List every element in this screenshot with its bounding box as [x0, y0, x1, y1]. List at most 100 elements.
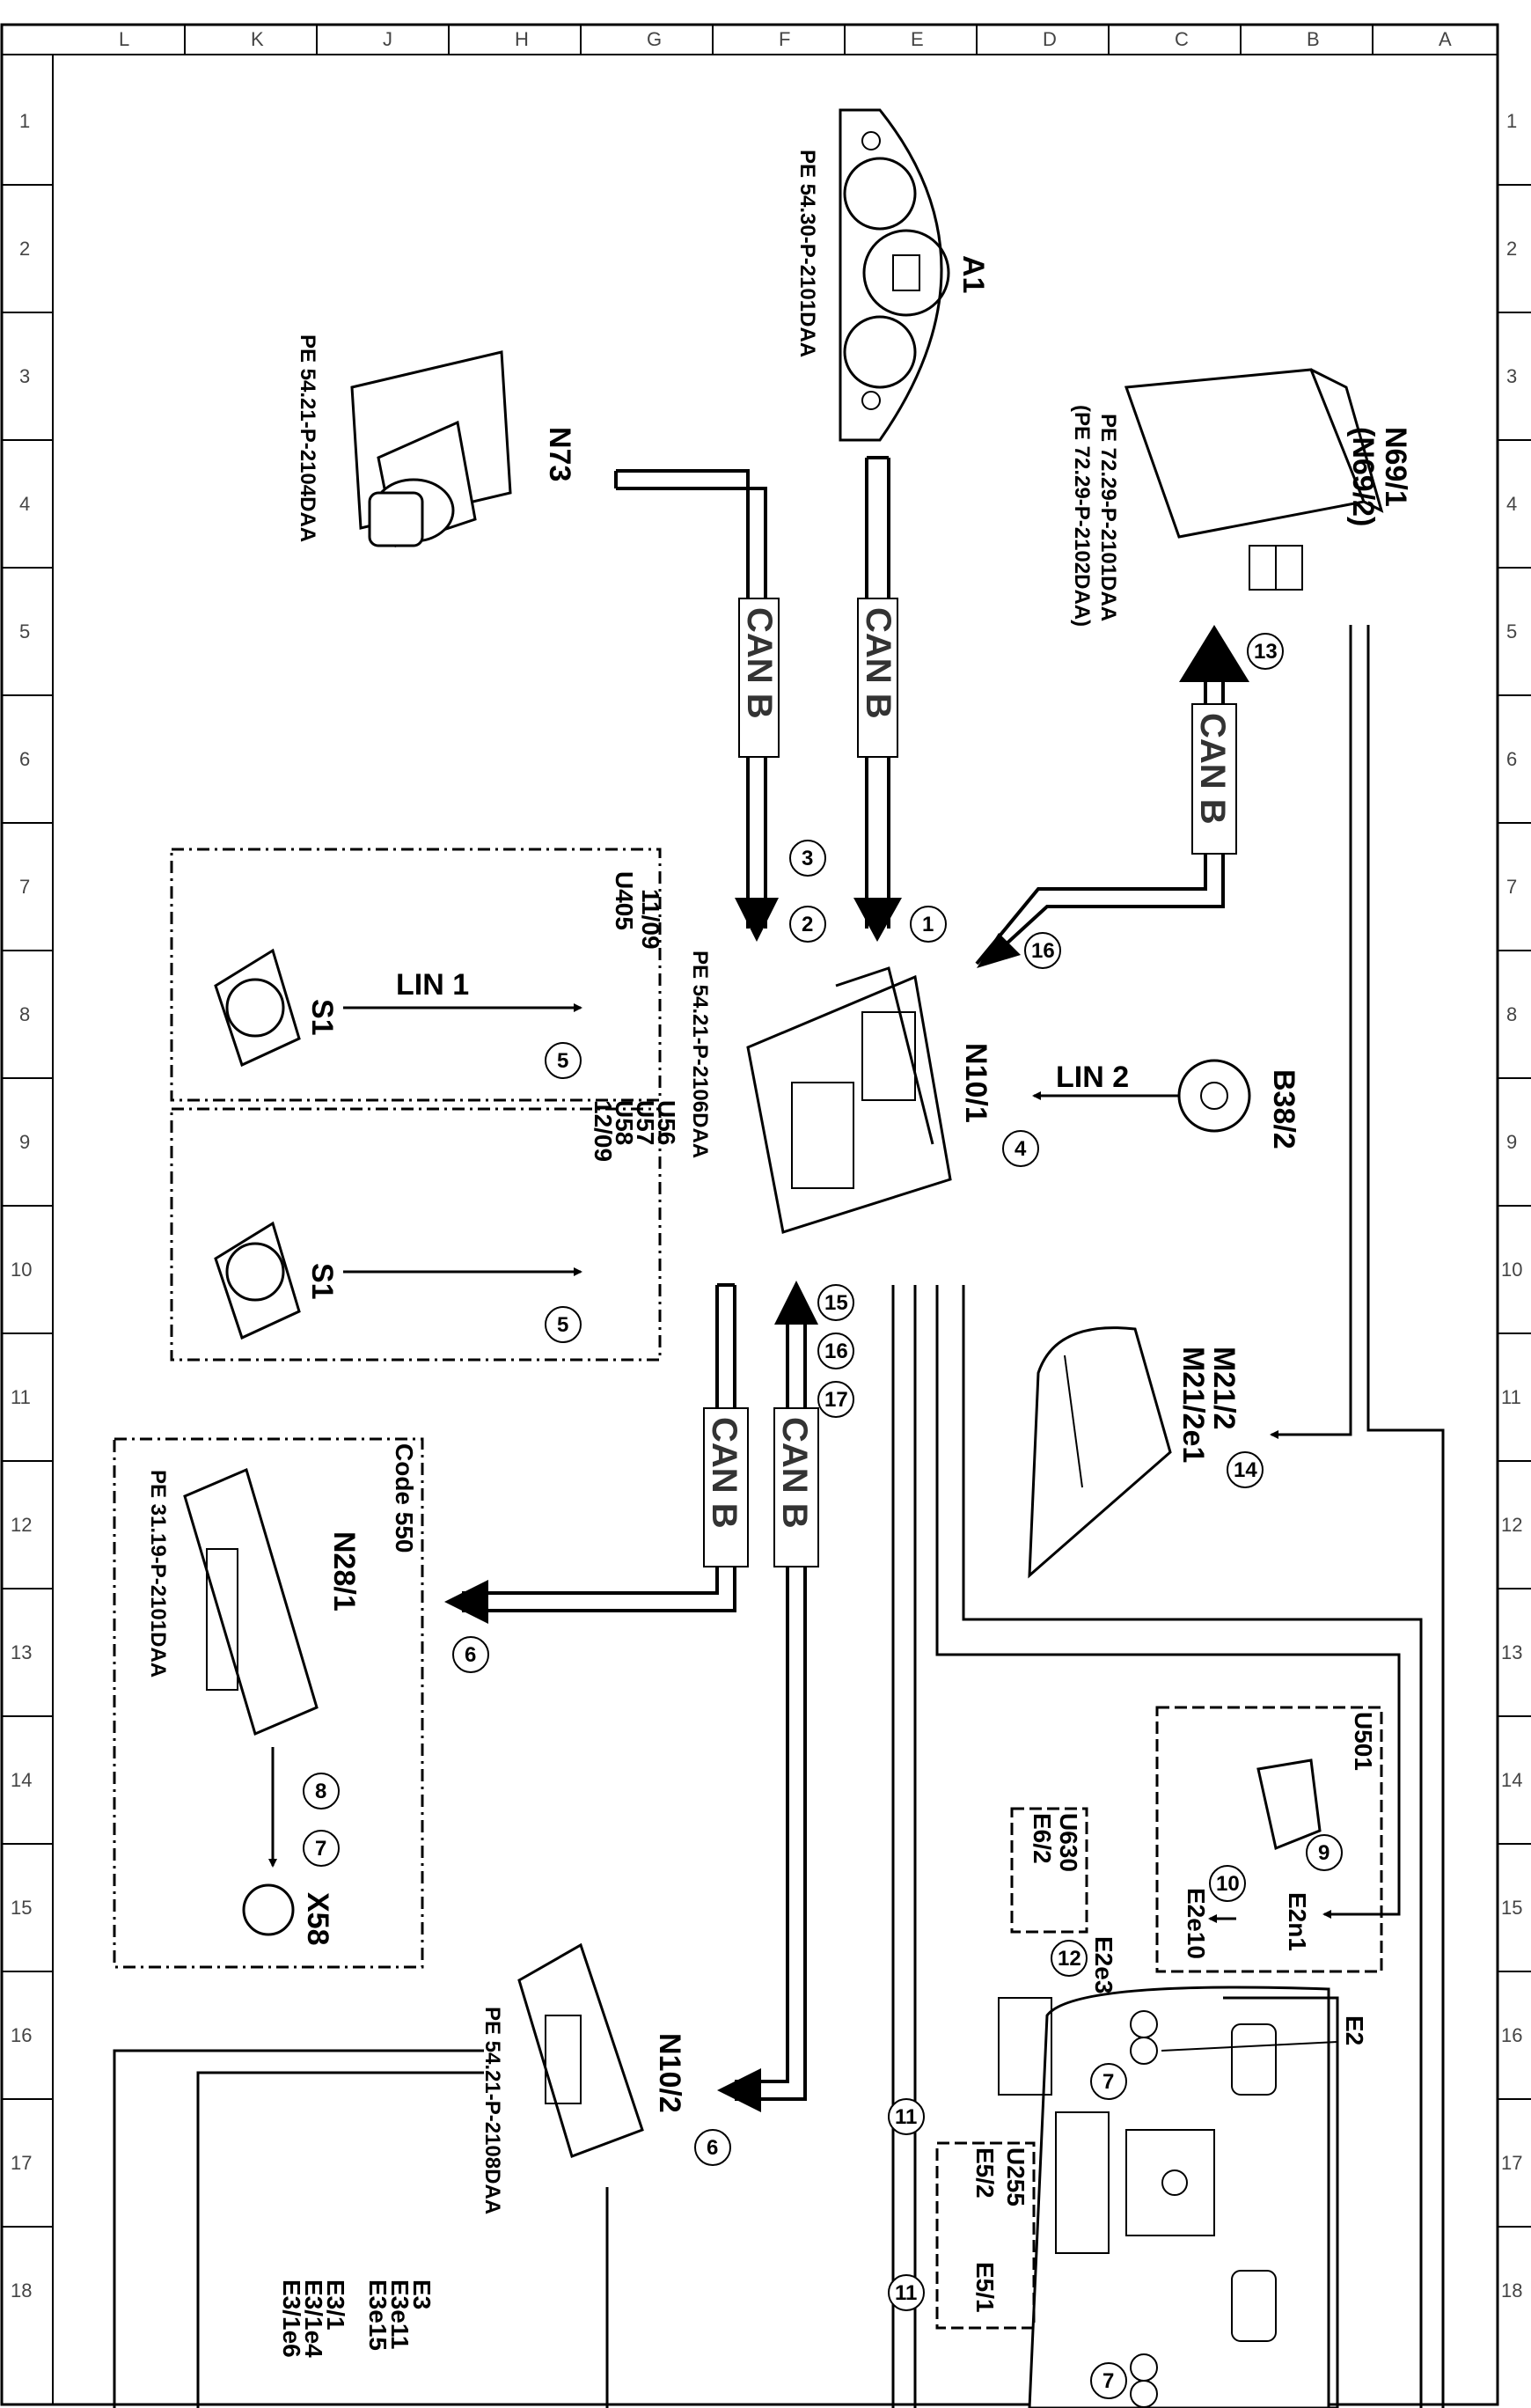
- code550-label: Code 550: [391, 1443, 418, 1553]
- e2e10-label: E2e10: [1183, 1888, 1210, 1959]
- e6-2-label: E6/2: [1029, 1813, 1056, 1864]
- col-label: G: [647, 28, 662, 50]
- u57-label: U57: [632, 1100, 659, 1145]
- e5-1-label: E5/1: [971, 2262, 999, 2313]
- n73-ref: PE 54.21-P-2104DAA: [296, 334, 319, 542]
- n10-1-sam-module: [746, 966, 952, 1234]
- m21-label: M21/2: [1207, 1347, 1241, 1430]
- row-label: 17: [1501, 2152, 1522, 2174]
- n28-ref: PE 31.19-P-2101DAA: [146, 1470, 170, 1678]
- col-label: C: [1175, 28, 1189, 50]
- row-label: 15: [1501, 1897, 1522, 1919]
- s1a-label: S1: [305, 999, 339, 1036]
- callout: 5: [557, 1313, 568, 1337]
- row-label: 13: [1501, 1641, 1522, 1663]
- row-label: 7: [1506, 876, 1517, 898]
- u58-label: U58: [611, 1100, 638, 1145]
- callout: 16: [1031, 939, 1055, 963]
- row-label: 9: [1506, 1131, 1517, 1153]
- callout: 3: [802, 847, 813, 870]
- callout: 7: [315, 1837, 326, 1861]
- callout: 6: [707, 2136, 718, 2160]
- u630-label: U630: [1055, 1813, 1082, 1872]
- e2-label: E2: [1341, 2015, 1368, 2045]
- row-label: 5: [19, 620, 30, 642]
- row-label: 12: [1501, 1514, 1522, 1536]
- u501-label: U501: [1350, 1712, 1377, 1771]
- row-label: 8: [1506, 1003, 1517, 1025]
- n10-1-ref: PE 54.21-P-2106DAA: [688, 951, 712, 1158]
- callout: 5: [557, 1049, 568, 1073]
- callout: 11: [895, 2281, 917, 2305]
- callout: 11: [895, 2105, 917, 2129]
- callout: 1: [922, 913, 934, 936]
- callout: 14: [1234, 1458, 1257, 1482]
- col-label: D: [1043, 28, 1057, 50]
- n10-2-ref: PE 54.21-P-2108DAA: [480, 2007, 504, 2214]
- u56-date: 12/09: [590, 1100, 617, 1162]
- n10-1-label: N10/1: [959, 1043, 993, 1123]
- row-label: 3: [1506, 365, 1517, 387]
- can-b-label: CAN B: [705, 1417, 744, 1529]
- callout: 13: [1254, 640, 1278, 664]
- e3-1e6-label: E3/1e6: [278, 2280, 305, 2358]
- callout: 12: [1058, 1947, 1081, 1971]
- n69-ref1: PE 72.29-P-2101DAA: [1096, 414, 1120, 621]
- col-label: B: [1307, 28, 1320, 50]
- e2e3-label: E2e3: [1090, 1936, 1117, 1993]
- row-label: 7: [19, 876, 30, 898]
- row-label: 18: [11, 2280, 32, 2302]
- callout: 17: [824, 1388, 848, 1412]
- u255-label: U255: [1002, 2147, 1029, 2206]
- callouts: 1 2 3 4 5 5 6 6 7 8 9 10 11 11 12 13 14 …: [303, 633, 1343, 2399]
- row-label: 10: [11, 1259, 32, 1281]
- n69b-label: (N69/2): [1346, 427, 1380, 526]
- row-label: 1: [1506, 110, 1517, 132]
- row-label: 5: [1506, 620, 1517, 642]
- e3e11-label: E3e11: [386, 2280, 414, 2349]
- callout: 8: [315, 1780, 326, 1803]
- x58-label: X58: [301, 1892, 334, 1946]
- row-label: 2: [19, 238, 30, 260]
- m21e-label: M21/2e1: [1176, 1347, 1210, 1463]
- callout: 7: [1102, 2070, 1114, 2094]
- e3e15-label: E3e15: [364, 2280, 392, 2351]
- row-label: 11: [1501, 1386, 1521, 1408]
- callout: 6: [465, 1643, 476, 1667]
- row-label: 18: [1501, 2280, 1522, 2302]
- row-label: 10: [1501, 1259, 1522, 1281]
- callout: 7: [1102, 2369, 1114, 2393]
- lin1-label: LIN 1: [396, 968, 469, 1002]
- column-ruler: L K J H G F E D C B A: [119, 25, 1452, 55]
- callout: 15: [824, 1291, 848, 1315]
- x58-connector: [242, 1883, 295, 1936]
- e5-2-label: E5/2: [971, 2147, 999, 2199]
- n69-door-module: [1124, 368, 1384, 591]
- m21-mirror: [1028, 1326, 1172, 1579]
- row-label: 16: [1501, 2024, 1522, 2046]
- row-label: 14: [11, 1769, 32, 1791]
- callout: 16: [824, 1340, 848, 1363]
- e3-1e4-label: E3/1e4: [300, 2280, 327, 2358]
- row-label: 4: [1506, 493, 1517, 515]
- a1-label: A1: [956, 255, 990, 293]
- col-label: L: [119, 28, 129, 50]
- e2n1-label: E2n1: [1284, 1892, 1311, 1951]
- e3-1-label: E3/1: [322, 2280, 349, 2331]
- can-b-label: CAN B: [775, 1417, 814, 1529]
- b38-label: B38/2: [1267, 1069, 1300, 1149]
- row-labels: 1 2 3 4 5 6 7 8 9 10 11 12 13 14 15 16 1…: [11, 110, 1522, 2302]
- n73-label: N73: [543, 427, 576, 481]
- row-label: 2: [1506, 238, 1517, 260]
- row-label: 15: [11, 1897, 32, 1919]
- row-label: 17: [11, 2152, 32, 2174]
- callout: 2: [802, 913, 813, 936]
- callout: 9: [1318, 1841, 1330, 1865]
- n10-2-label: N10/2: [653, 2033, 686, 2113]
- e3-label: E3: [408, 2280, 436, 2309]
- col-label: H: [515, 28, 529, 50]
- col-label: A: [1439, 28, 1452, 50]
- can-b-label: CAN B: [1193, 713, 1232, 825]
- n28-module: [183, 1467, 319, 1736]
